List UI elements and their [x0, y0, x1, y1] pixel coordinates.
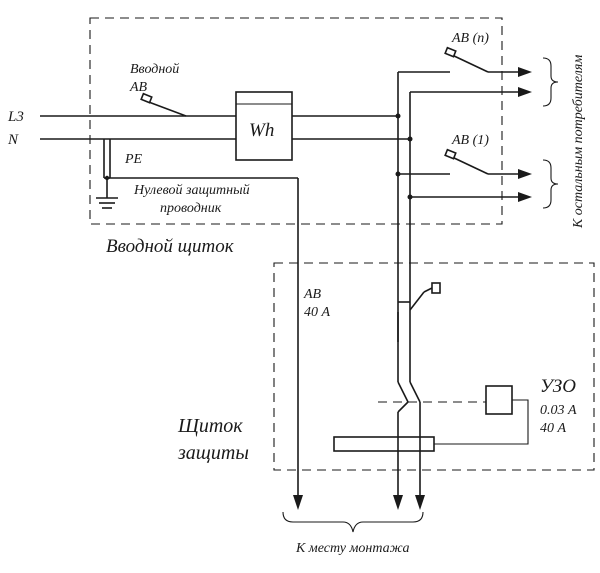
junction-dot: [395, 113, 401, 119]
installation-brace: [282, 511, 424, 533]
pe-label: PE: [124, 152, 143, 167]
phase-output-arrow: [393, 495, 403, 510]
electricity-meter: [235, 91, 293, 161]
other-consumers-label: К остальным потребителям: [571, 55, 586, 229]
protection-breaker-symbol: [397, 282, 441, 342]
junction-dot: [407, 136, 413, 142]
breaker-1-label: АВ (1): [451, 133, 489, 148]
rcd-name-label: УЗО: [540, 376, 576, 397]
breaker-n-symbol: [398, 46, 532, 97]
input-breaker-symbol: [140, 92, 236, 117]
input-breaker-label: АВ: [129, 80, 148, 95]
input-panel-label: Вводной щиток: [106, 236, 235, 257]
protection-panel-label: защиты: [177, 442, 249, 464]
consumers-brace: [542, 57, 559, 107]
rcd-relay-coil: [485, 385, 513, 415]
meter-label: Wh: [249, 120, 274, 141]
input-breaker-label: Вводной: [130, 62, 179, 77]
protection-breaker-label: 40 А: [304, 305, 331, 320]
protection-panel-label: Щиток: [177, 415, 243, 437]
breaker-1-symbol: [398, 148, 532, 202]
breaker-n-label: АВ (n): [451, 31, 489, 46]
pe-ground-symbol: [96, 139, 118, 209]
n-label: N: [7, 132, 19, 148]
protection-breaker-label: АВ: [303, 287, 322, 302]
consumers-brace: [542, 159, 559, 209]
input-panel-enclosure: [89, 17, 503, 225]
l3-label: L3: [7, 109, 24, 125]
pe-note-label: Нулевой защитный: [133, 183, 250, 198]
rcd-current-transformer: [333, 436, 435, 452]
pe-arrow: [293, 495, 303, 510]
rcd-contacts-symbol: [397, 342, 421, 498]
neutral-output-arrow: [415, 495, 425, 510]
rcd-coil-wire: [434, 399, 529, 445]
protection-panel-enclosure: [273, 262, 595, 471]
rcd-current-label: 40 А: [540, 421, 567, 436]
installation-site-label: К месту монтажа: [295, 541, 409, 556]
pe-note-label: проводник: [160, 201, 222, 216]
rcd-current-label: 0.03 А: [540, 403, 577, 418]
